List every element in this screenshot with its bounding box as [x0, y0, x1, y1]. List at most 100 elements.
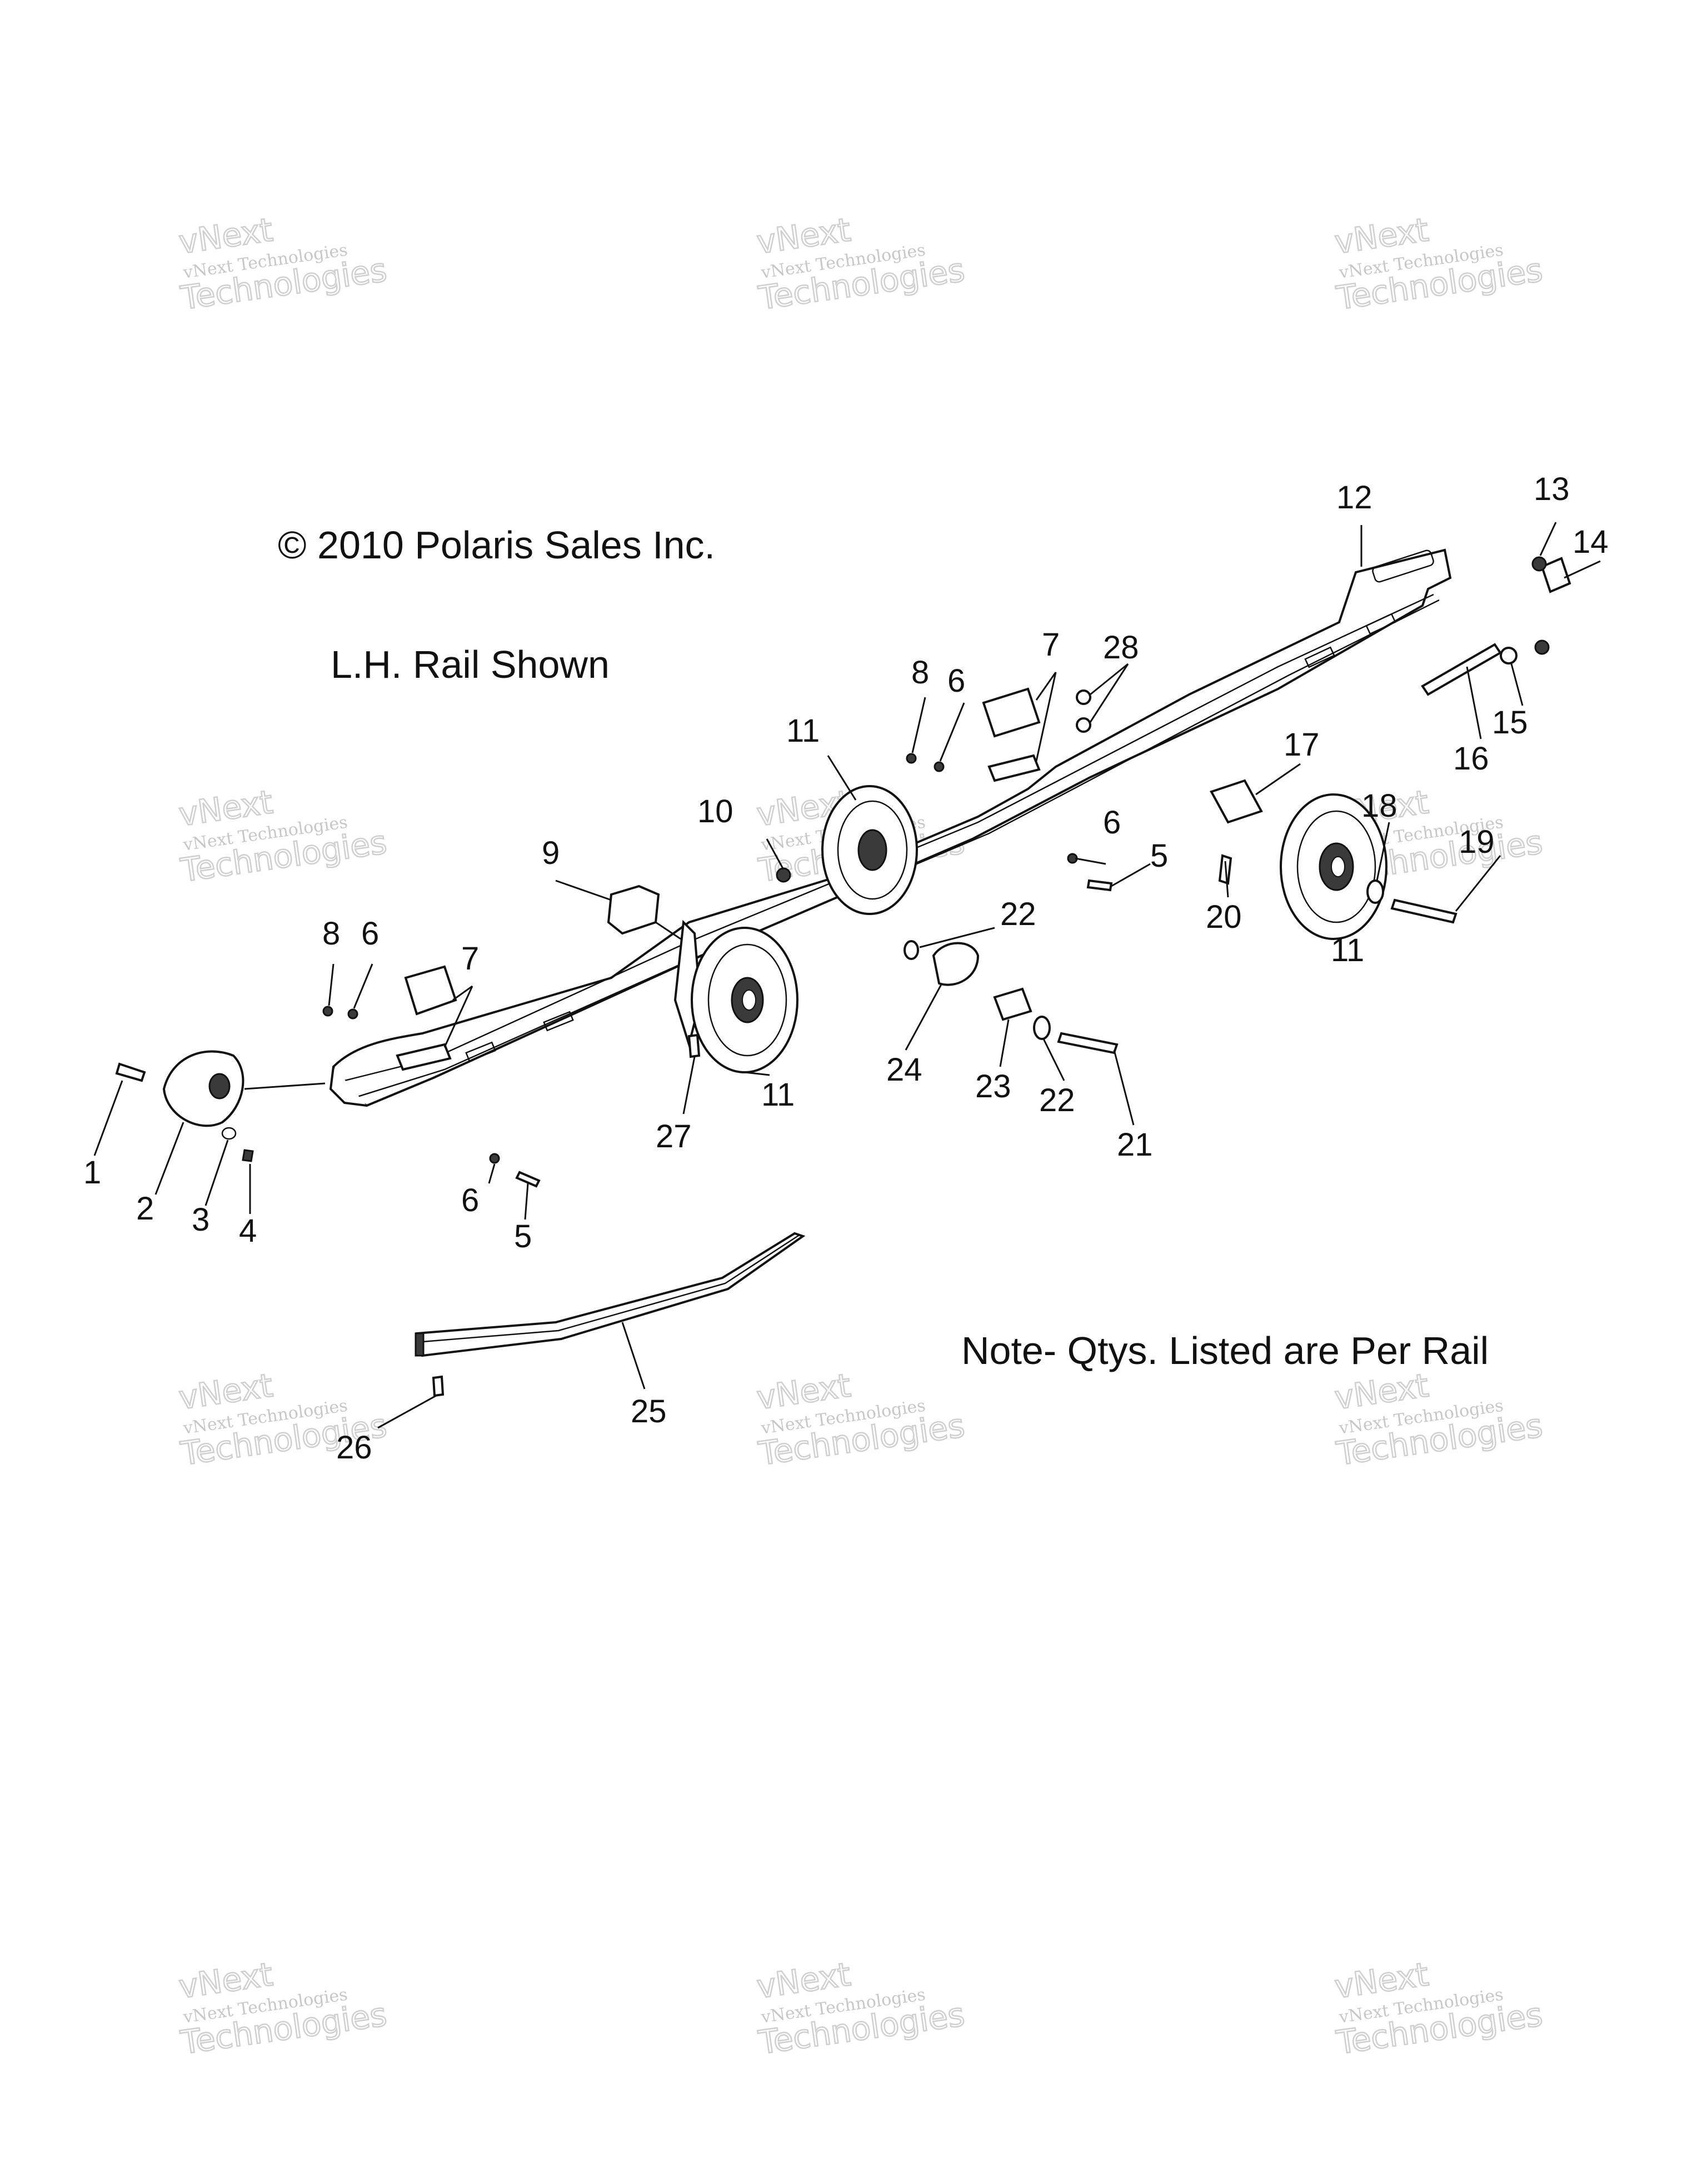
callout-2: 2	[136, 1191, 154, 1227]
front-block	[162, 1050, 244, 1127]
callout-13: 13	[1534, 471, 1570, 507]
axle-bolt-16	[1421, 643, 1502, 696]
wear-strip-body	[415, 1232, 806, 1357]
callout-28: 28	[1103, 629, 1139, 666]
callout-11: 11	[786, 713, 820, 749]
nut-13b	[1534, 639, 1550, 655]
wear-strip-line	[422, 1233, 801, 1343]
wheel-face	[707, 943, 787, 1057]
wear-strip-end	[415, 1332, 425, 1357]
idler-wheel-middle	[821, 785, 918, 915]
wheel-face	[1296, 810, 1376, 923]
callout-6: 6	[361, 916, 379, 952]
watermark-stamp: vNext vNext Technologies Technologies	[176, 210, 390, 318]
view-label: L.H. Rail Shown	[331, 643, 610, 686]
front-block-assembly	[115, 1050, 326, 1162]
callout-23: 23	[975, 1068, 1011, 1105]
quantity-note: Note- Qtys. Listed are Per Rail	[961, 1329, 1489, 1372]
wheel-hub	[1331, 856, 1345, 877]
screw-5	[515, 1171, 541, 1188]
callout-4: 4	[239, 1213, 257, 1249]
callout-10: 10	[697, 793, 733, 829]
watermark-group: vNext vNext Technologies Technologies vN…	[176, 210, 1545, 2062]
callout-1: 1	[83, 1155, 101, 1191]
callout-12: 12	[1336, 479, 1372, 516]
nut-15	[1500, 647, 1518, 664]
nut-10	[776, 867, 791, 883]
rear-clip-14	[1540, 557, 1571, 593]
washer-22	[1033, 1016, 1051, 1040]
idler-wheel-front	[691, 927, 798, 1073]
rivet-27	[687, 1033, 701, 1058]
bolt-19	[1390, 898, 1458, 924]
watermark-stamp: vNext vNext Technologies Technologies	[753, 210, 967, 318]
washer-6d	[489, 1153, 500, 1164]
callout-7b: 7	[1042, 627, 1060, 663]
nut-4	[242, 1149, 254, 1162]
watermark-stamp: vNext vNext Technologies Technologies	[753, 1955, 967, 2062]
wheel-bearing	[857, 829, 887, 871]
watermark-stamp: vNext vNext Technologies Technologies	[1331, 1955, 1545, 2062]
callout-27: 27	[656, 1118, 692, 1155]
washer-22b	[904, 940, 919, 960]
callout-26: 26	[336, 1430, 372, 1466]
callout-11c: 11	[1331, 932, 1364, 968]
callout-18: 18	[1361, 788, 1397, 824]
assembly-line	[244, 1082, 326, 1090]
bolt-1	[115, 1062, 146, 1082]
callout-20: 20	[1206, 899, 1242, 935]
callout-8: 8	[322, 916, 340, 952]
watermark-stamp: vNext vNext Technologies Technologies	[753, 1366, 967, 1473]
screw-5b	[1086, 879, 1113, 892]
callout-7: 7	[461, 941, 479, 977]
slider-block-front	[396, 965, 457, 1071]
leader-lines	[93, 522, 1601, 1429]
callout-5b: 5	[1150, 838, 1168, 874]
callout-6b: 6	[947, 663, 965, 699]
front-block-hole	[208, 1073, 231, 1100]
washer-6	[347, 1008, 358, 1019]
rail-slot	[1304, 646, 1335, 668]
bolt-21	[1057, 1032, 1119, 1054]
callout-8b: 8	[911, 654, 929, 691]
rivet-8	[322, 1006, 333, 1017]
callout-17: 17	[1284, 727, 1320, 763]
spacer-23	[993, 987, 1032, 1021]
watermark-stamp: vNext vNext Technologies Technologies	[176, 782, 390, 890]
screw-26	[432, 1375, 445, 1397]
rail-slot	[1365, 613, 1396, 635]
slider-body	[404, 965, 457, 1016]
rail-front-tip	[329, 1066, 367, 1107]
callout-15: 15	[1492, 704, 1528, 741]
block-24	[932, 942, 980, 986]
wheel-face	[837, 800, 908, 900]
mount-bracket	[607, 884, 660, 935]
callout-11b: 11	[761, 1077, 795, 1113]
nut-28	[1076, 689, 1091, 705]
center-hardware	[904, 940, 1119, 1054]
rail-slot	[465, 1041, 496, 1062]
callout-19: 19	[1459, 824, 1495, 860]
watermark-stamp: vNext vNext Technologies Technologies	[176, 1955, 390, 2062]
callout-24: 24	[886, 1052, 922, 1088]
washer-6b	[934, 761, 945, 772]
watermark-stamp: vNext vNext Technologies Technologies	[1331, 210, 1545, 318]
slider-shoe	[396, 1043, 452, 1071]
nut-13	[1531, 556, 1547, 572]
washer-3	[221, 1127, 237, 1140]
callout-9: 9	[542, 835, 560, 871]
callout-6c: 6	[1103, 804, 1121, 841]
slider-shoe	[987, 754, 1041, 782]
callout-21: 21	[1117, 1127, 1153, 1163]
callout-numbers: 1 2 3 4 5 5 6 6 6 6 7 7 8 8 9 10 11 11 1…	[83, 471, 1609, 1466]
slider-body	[982, 687, 1041, 738]
wheel-hub	[742, 989, 756, 1011]
callout-3: 3	[192, 1202, 209, 1238]
callout-6d: 6	[461, 1182, 479, 1218]
callout-16: 16	[1453, 741, 1489, 777]
rail-slot	[543, 1011, 574, 1032]
slider-block-rear	[982, 687, 1041, 782]
rear-hardware	[1421, 556, 1571, 696]
